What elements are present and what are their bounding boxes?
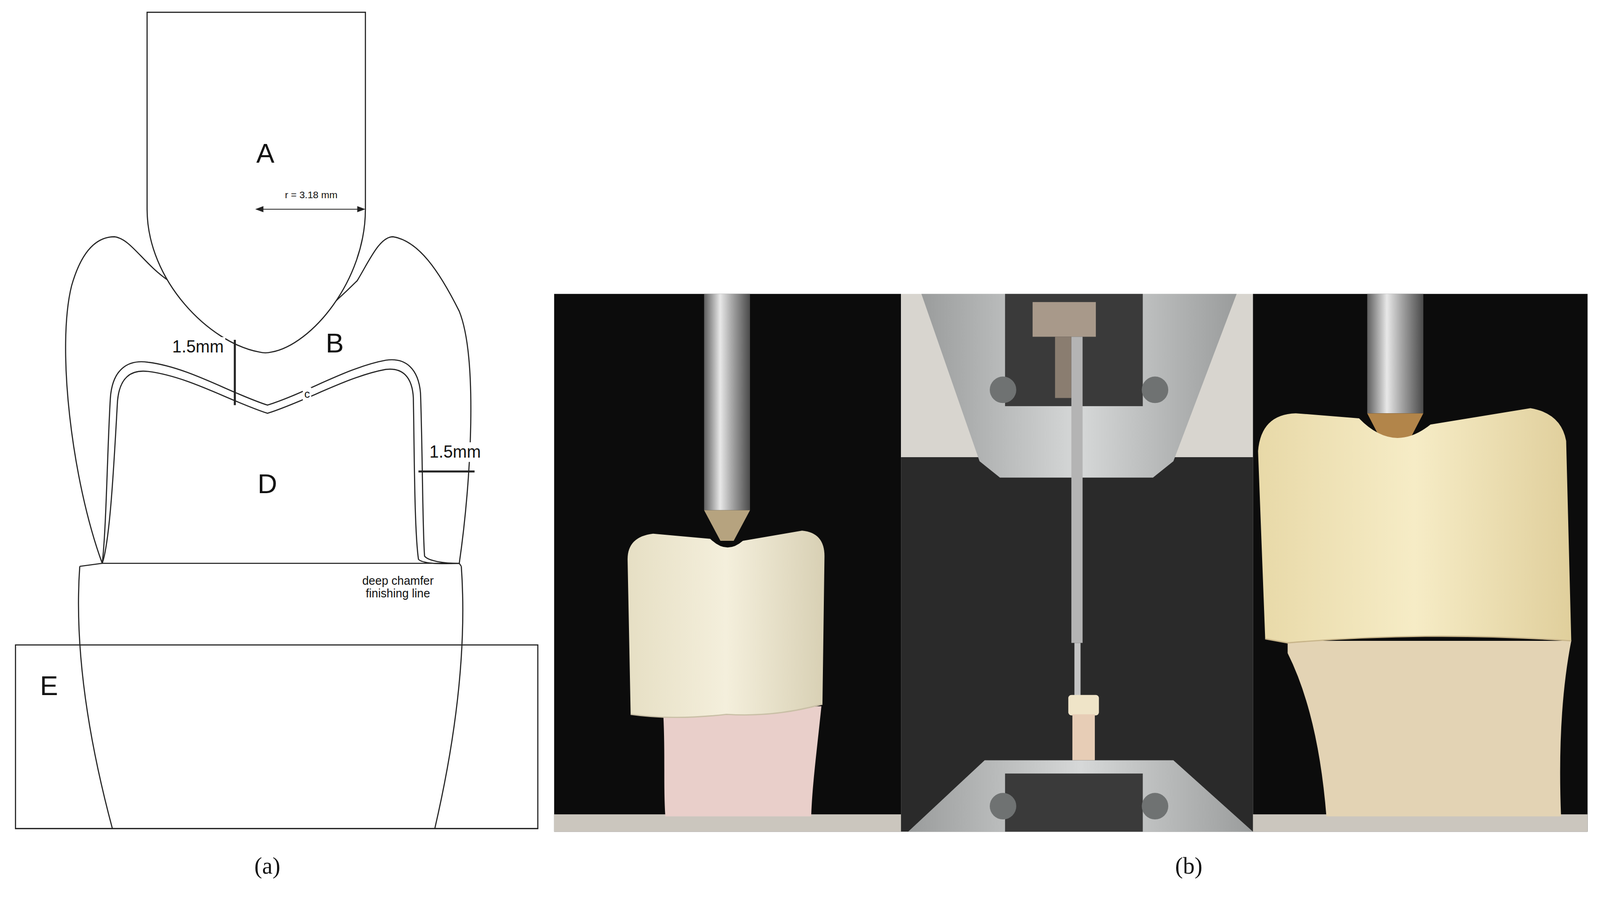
photo-specimen-close	[554, 293, 901, 832]
baseline	[15, 828, 538, 829]
schematic	[15, 12, 538, 829]
cement-outer	[102, 359, 460, 564]
part-letter: E	[38, 670, 60, 702]
tooth-root	[78, 566, 113, 829]
dimension-label: r = 3.18 mm	[283, 189, 340, 201]
thickness-line	[233, 339, 236, 406]
arrowhead	[255, 206, 264, 213]
part-letter: A	[256, 138, 275, 169]
annotation: deep chamfer finishing line	[346, 573, 450, 600]
part-letter: D	[256, 468, 279, 500]
chamfer-line	[79, 563, 103, 567]
embedding-base	[15, 644, 538, 829]
loading-piston	[147, 12, 366, 353]
part-letter: c	[302, 387, 312, 401]
thickness-line	[418, 470, 475, 472]
part-letter: B	[324, 327, 346, 359]
panel-label: (b)	[1175, 852, 1203, 879]
photo-testing-machine	[900, 293, 1253, 832]
dimension-label: 1.5mm	[171, 337, 226, 358]
tooth-root	[434, 566, 463, 829]
chamfer-line	[459, 563, 462, 567]
panel-label: (a)	[254, 852, 281, 879]
arrowhead	[357, 206, 366, 213]
radius-dimension	[261, 208, 360, 210]
photo-loaded-crown	[1252, 293, 1588, 832]
die-outline	[102, 369, 460, 564]
dimension-label: 1.5mm	[428, 442, 483, 463]
